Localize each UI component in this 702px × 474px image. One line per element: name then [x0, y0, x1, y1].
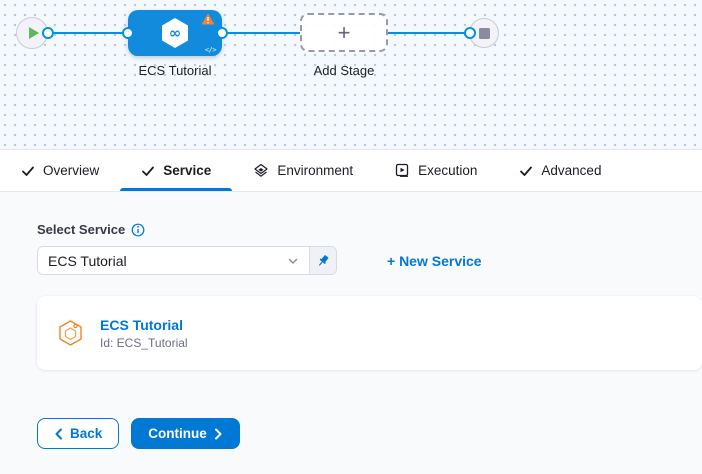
edge-stage-to-addstage [222, 32, 300, 34]
tab-overview[interactable]: Overview [0, 150, 120, 191]
tab-environment[interactable]: Environment [232, 150, 374, 191]
stage-tabbar: Overview Service Environment Execution A… [0, 150, 702, 192]
chevron-down-icon [288, 258, 298, 264]
play-icon [28, 27, 39, 39]
add-stage-button[interactable]: + [300, 13, 388, 52]
service-card-title[interactable]: ECS Tutorial [100, 316, 183, 333]
chevron-left-icon [55, 428, 62, 439]
tab-advanced[interactable]: Advanced [498, 150, 622, 191]
check-icon [142, 166, 155, 176]
plus-icon: + [337, 19, 351, 45]
pin-icon [319, 254, 329, 266]
edge-start-to-stage [48, 32, 128, 34]
connector-dot [464, 27, 476, 39]
continue-button[interactable]: Continue [131, 418, 240, 449]
service-cube-icon [59, 319, 82, 346]
service-select-value: ECS Tutorial [48, 252, 127, 269]
warning-triangle-icon [201, 13, 215, 25]
connector-dot [122, 27, 134, 39]
back-button[interactable]: Back [37, 418, 120, 449]
svg-text:∞: ∞ [169, 24, 182, 42]
pipeline-canvas[interactable]: ∞ </> ECS Tutorial + Add Stage [0, 0, 702, 150]
connector-dot [216, 27, 228, 39]
check-icon [22, 166, 34, 176]
environment-layers-icon [254, 163, 268, 177]
connector-dot [42, 27, 54, 39]
chevron-right-icon [214, 428, 222, 439]
edge-addstage-to-end [388, 32, 470, 34]
tab-service[interactable]: Service [120, 150, 233, 191]
service-tab-panel: Select Service ECS Tutorial [0, 192, 702, 473]
harness-cd-infinity-icon: ∞ [162, 18, 188, 48]
code-icon: </> [204, 46, 217, 54]
select-service-label: Select Service [37, 222, 126, 237]
stage-node-ecs-tutorial[interactable]: ∞ </> [128, 10, 222, 56]
new-service-link[interactable]: + New Service [387, 252, 482, 269]
check-icon [520, 166, 533, 176]
info-circle-icon[interactable] [131, 223, 145, 237]
service-card-id: Id: ECS_Tutorial [100, 335, 188, 350]
pin-service-button[interactable] [309, 247, 336, 274]
stop-icon [478, 27, 490, 39]
service-select-dropdown[interactable]: ECS Tutorial [37, 246, 337, 275]
add-stage-label: Add Stage [313, 63, 375, 78]
stage-node-label: ECS Tutorial [138, 63, 212, 78]
service-card[interactable]: ECS Tutorial Id: ECS_Tutorial [37, 296, 702, 370]
tab-execution[interactable]: Execution [374, 150, 498, 191]
execution-play-box-icon [395, 163, 409, 177]
